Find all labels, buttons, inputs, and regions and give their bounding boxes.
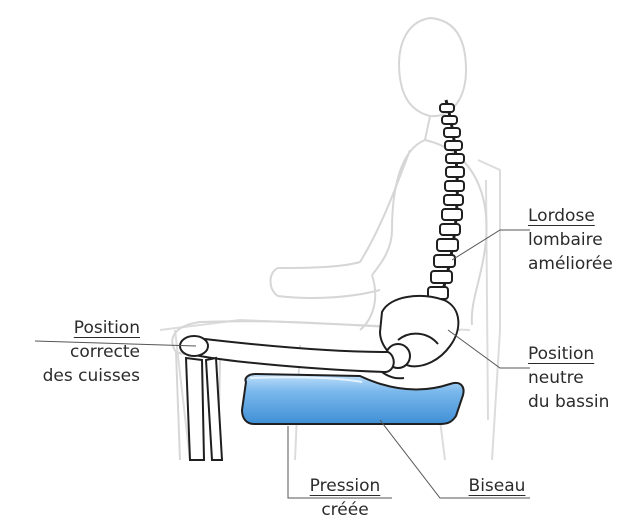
spine bbox=[428, 100, 464, 300]
label-lordose-line3: améliorée bbox=[528, 252, 622, 276]
label-biseau-line1: Biseau bbox=[462, 474, 532, 498]
label-position-bassin: Position neutre du bassin bbox=[528, 342, 622, 414]
label-pression-line1: Pression bbox=[298, 474, 392, 498]
leader-bassin bbox=[448, 330, 530, 368]
label-pression: Pression créée bbox=[298, 474, 392, 522]
label-position-cuisses: Position correcte des cuisses bbox=[20, 316, 140, 388]
label-pression-line2: créée bbox=[298, 498, 392, 522]
label-position-bassin-line3: du bassin bbox=[528, 390, 622, 414]
tibia bbox=[186, 358, 222, 460]
label-position-bassin-line1: Position bbox=[528, 342, 622, 366]
label-position-cuisses-line1: Position bbox=[20, 316, 140, 340]
label-lordose: Lordose lombaire améliorée bbox=[528, 204, 622, 276]
label-lordose-line1: Lordose bbox=[528, 204, 622, 228]
label-position-bassin-line2: neutre bbox=[528, 366, 622, 390]
label-position-cuisses-line3: des cuisses bbox=[20, 364, 140, 388]
label-position-cuisses-line2: correcte bbox=[20, 340, 140, 364]
label-biseau: Biseau bbox=[462, 474, 532, 498]
cushion bbox=[242, 374, 464, 424]
label-lordose-line2: lombaire bbox=[528, 228, 622, 252]
leader-lordose bbox=[452, 230, 530, 260]
